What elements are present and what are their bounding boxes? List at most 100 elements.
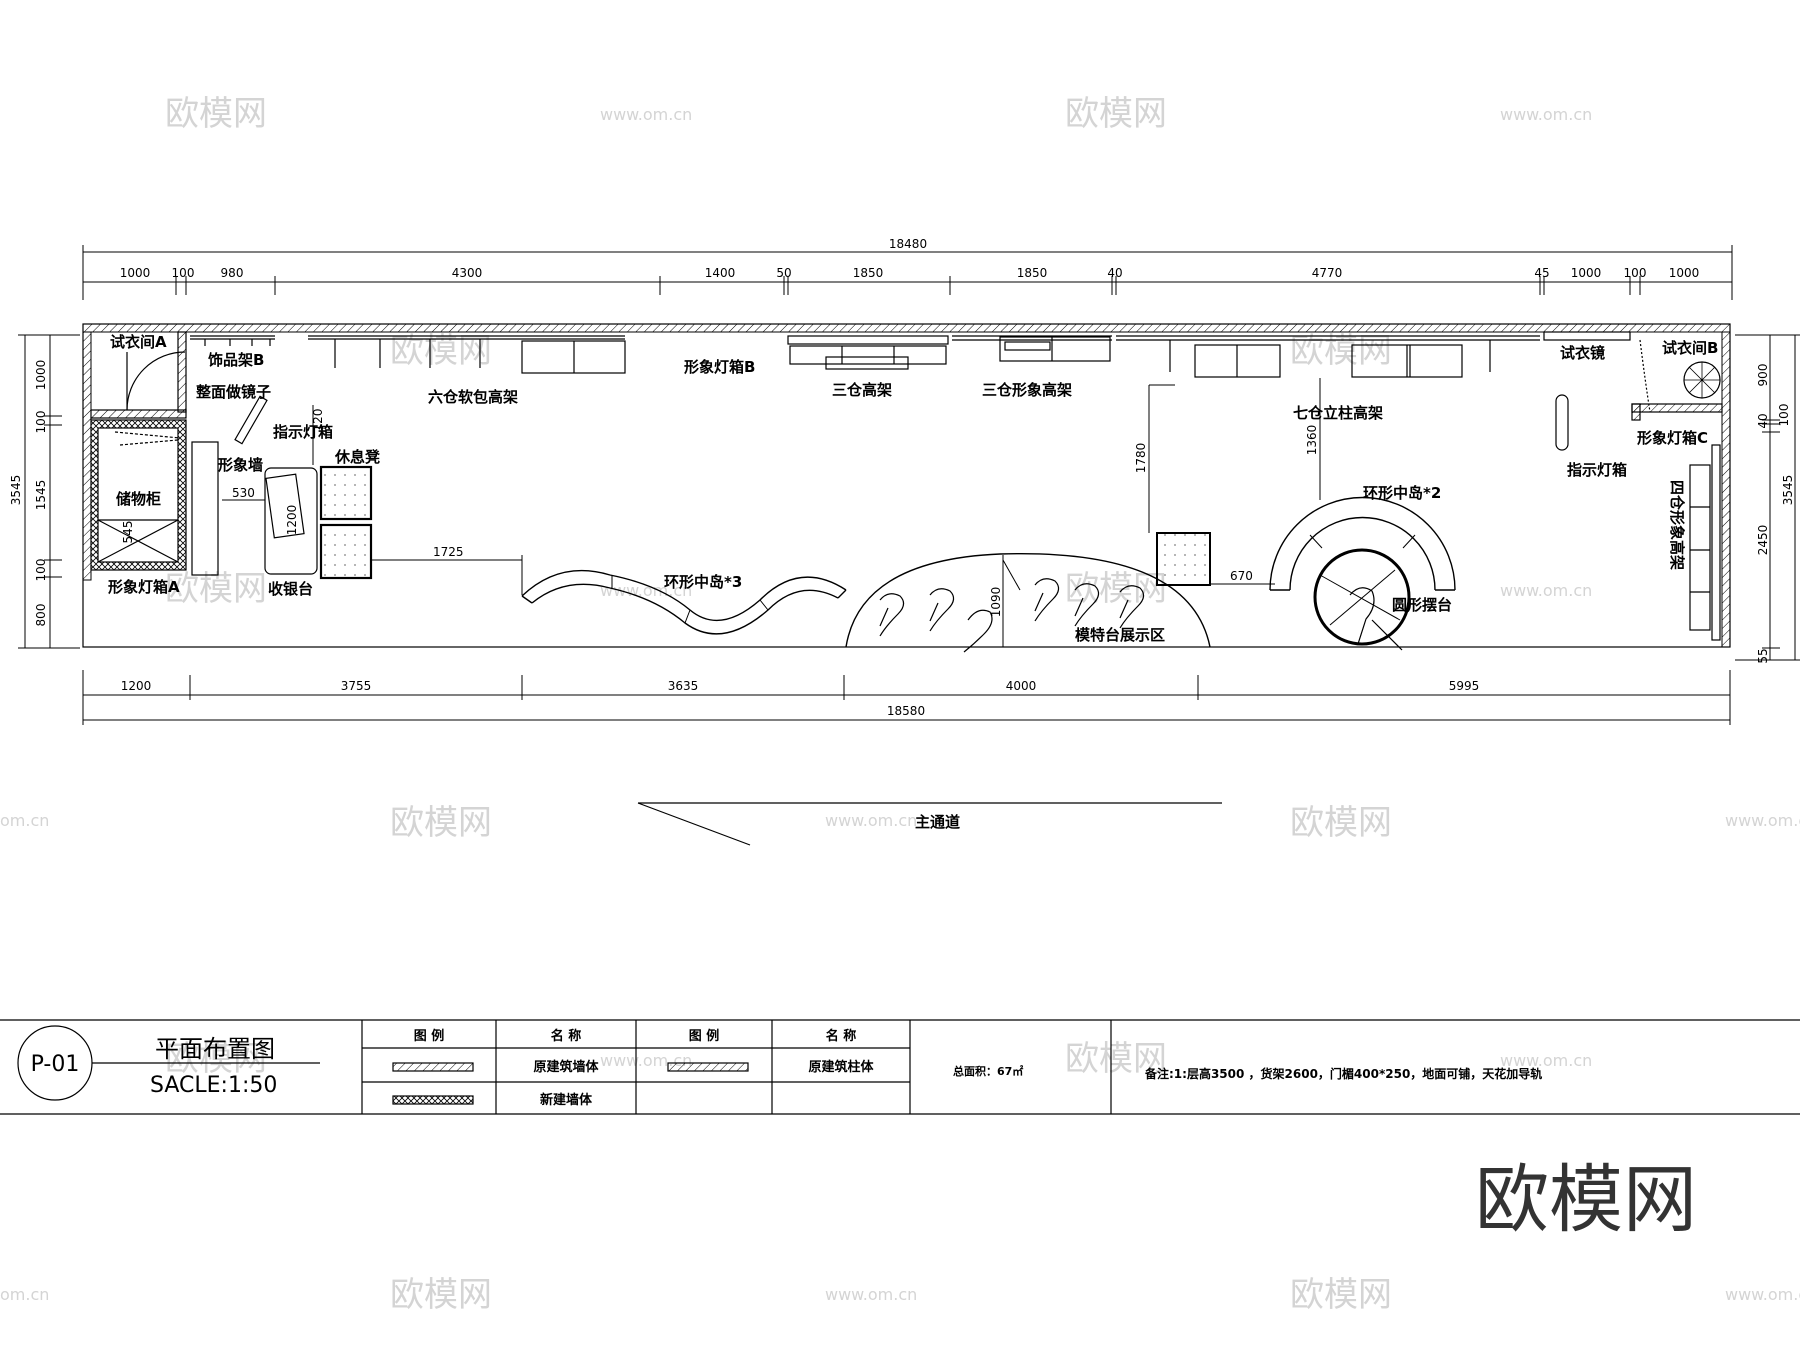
dim-right-seg: 55 bbox=[1756, 648, 1770, 663]
dim-545: 545 bbox=[121, 521, 135, 544]
model-stage-shape bbox=[845, 552, 1211, 648]
ring-island-3-shape bbox=[521, 569, 847, 635]
watermark-brand: 欧模网 bbox=[1290, 803, 1392, 843]
right-dimension-chain bbox=[1735, 334, 1800, 661]
fitting-room-a bbox=[90, 331, 187, 419]
label-lightbox-a: 形象灯箱A bbox=[108, 578, 180, 596]
dim-bottom-seg: 3635 bbox=[668, 679, 699, 693]
dim-top-seg: 1850 bbox=[853, 266, 884, 280]
three-bay-image-rack bbox=[952, 335, 1112, 362]
dim-left-seg: 800 bbox=[34, 604, 48, 627]
watermark-url: www.om.cn bbox=[825, 811, 917, 830]
watermark-brand: 欧模网 bbox=[165, 569, 267, 609]
dim-1090: 1090 bbox=[989, 587, 1003, 618]
label-six-bay-rack: 六仓软包高架 bbox=[428, 388, 518, 406]
model-figures bbox=[879, 578, 1145, 653]
dim-1360: 1360 bbox=[1305, 425, 1319, 456]
watermark-brand: 欧模网 bbox=[165, 1039, 267, 1079]
dim-right-total: 3545 bbox=[1781, 475, 1795, 506]
label-main-aisle: 主通道 bbox=[915, 813, 960, 831]
cashier-counter bbox=[264, 467, 318, 575]
legend-item-original-column: 原建筑柱体 bbox=[808, 1059, 874, 1075]
dim-top-seg: 980 bbox=[221, 266, 244, 280]
dim-top-seg: 1000 bbox=[1571, 266, 1602, 280]
dim-top-seg: 4770 bbox=[1312, 266, 1343, 280]
dim-1725: 1725 bbox=[433, 545, 464, 559]
bottom-dimension-labels: 1200 3755 3635 4000 5995 18580 bbox=[121, 679, 1480, 718]
rest-stools bbox=[319, 465, 373, 580]
sheet-number: P-01 bbox=[31, 1052, 80, 1077]
interior-vertical-dims bbox=[1148, 378, 1321, 533]
round-table-shape bbox=[1313, 548, 1411, 651]
title-block-text: P-01 平面布置图 SACLE:1:50 图 例 名 称 图 例 名 称 原建… bbox=[31, 1028, 1543, 1108]
four-bay-image-rack bbox=[1689, 444, 1721, 641]
label-ring-island-3: 环形中岛*3 bbox=[664, 573, 742, 591]
dim-left-total: 3545 bbox=[9, 475, 23, 506]
dim-1725-line bbox=[372, 555, 523, 595]
watermark-brand: 欧模网 bbox=[390, 803, 492, 843]
dim-right-seg: 2450 bbox=[1756, 525, 1770, 556]
dim-top-seg: 1850 bbox=[1017, 266, 1048, 280]
dim-top-seg: 100 bbox=[1624, 266, 1647, 280]
dim-bottom-total: 18580 bbox=[887, 704, 925, 718]
dim-bottom-seg: 1200 bbox=[121, 679, 152, 693]
remarks: 备注:1:层高3500 ，货架2600，门楣400*250，地面可铺，天花加导轨 bbox=[1144, 1066, 1542, 1081]
watermark-url-short: om.cn bbox=[0, 811, 49, 830]
watermark-url: www.om.cn bbox=[1500, 105, 1592, 124]
dim-530: 530 bbox=[232, 486, 255, 500]
watermark-url: www.om.cn bbox=[1500, 581, 1592, 600]
watermark-brand: 欧模网 bbox=[1290, 331, 1392, 371]
dim-top-seg: 100 bbox=[172, 266, 195, 280]
watermark-brand: 欧模网 bbox=[390, 1275, 492, 1315]
dim-top-seg: 1400 bbox=[705, 266, 736, 280]
watermark-url: www.om.cn bbox=[1725, 1285, 1800, 1304]
seven-bay-rack bbox=[1116, 335, 1540, 378]
label-three-bay-image-rack: 三仓形象高架 bbox=[982, 381, 1072, 399]
storage-cabinet-block bbox=[90, 419, 187, 571]
legend-header-symbol: 图 例 bbox=[414, 1028, 445, 1044]
bottom-dimension-chain bbox=[82, 670, 1731, 725]
watermark-url: www.om.cn bbox=[600, 105, 692, 124]
legend-header-name: 名 称 bbox=[551, 1028, 582, 1044]
legend-header-symbol: 图 例 bbox=[689, 1028, 720, 1044]
dim-1780: 1780 bbox=[1134, 443, 1148, 474]
interior-dim-labels: 120 530 545 1200 1725 1780 1360 670 1090 bbox=[121, 409, 1319, 618]
legend-header-name: 名 称 bbox=[826, 1028, 857, 1044]
watermark-brand: 欧模网 bbox=[165, 94, 267, 134]
display-cube bbox=[1156, 532, 1211, 586]
label-model-stage: 模特台展示区 bbox=[1075, 626, 1165, 644]
label-accessory-rack-b: 饰品架B bbox=[208, 351, 264, 369]
watermark-url: www.om.cn bbox=[825, 1285, 917, 1304]
watermark-layer: 欧模网 www.om.cn 欧模网 www.om.cn 欧模网 欧模网 欧模网 … bbox=[0, 94, 1800, 1315]
watermark-brand: 欧模网 bbox=[1065, 1039, 1167, 1079]
dim-left-seg: 1545 bbox=[34, 480, 48, 511]
watermark-brand: 欧模网 bbox=[1065, 94, 1167, 134]
six-bay-rack bbox=[308, 335, 626, 374]
label-fitting-mirror: 试衣镜 bbox=[1560, 344, 1605, 362]
sign-lightbox-right-shape bbox=[1555, 394, 1569, 451]
title-block bbox=[0, 1019, 1800, 1115]
watermark-url: www.om.cn bbox=[1725, 811, 1800, 830]
label-lightbox-c: 形象灯箱C bbox=[1637, 429, 1708, 447]
dim-left-seg: 100 bbox=[34, 411, 48, 434]
dim-right-seg: 100 bbox=[1777, 404, 1791, 427]
dim-right-seg: 40 bbox=[1756, 413, 1770, 428]
label-fitting-room-b: 试衣间B bbox=[1662, 339, 1718, 357]
watermark-url: www.om.cn bbox=[1500, 1051, 1592, 1070]
label-cashier: 收银台 bbox=[268, 580, 313, 598]
label-image-wall: 形象墙 bbox=[218, 456, 263, 474]
watermark-brand: 欧模网 bbox=[1290, 1275, 1392, 1315]
dim-right-seg: 900 bbox=[1756, 364, 1770, 387]
label-full-mirror: 整面做镜子 bbox=[196, 383, 271, 401]
label-sign-lightbox-left: 指示灯箱 bbox=[273, 423, 333, 441]
label-rest-stool: 休息凳 bbox=[334, 448, 380, 466]
drawing-scale: SACLE:1:50 bbox=[150, 1073, 277, 1098]
corner-brand-logo: 欧模网 bbox=[1475, 1157, 1697, 1243]
drawing-title: 平面布置图 bbox=[155, 1035, 275, 1063]
dim-120: 120 bbox=[311, 409, 325, 432]
dim-670: 670 bbox=[1230, 569, 1253, 583]
sign-lightbox-left-shape bbox=[234, 395, 268, 445]
label-seven-bay-rack: 七仓立柱高架 bbox=[1293, 404, 1383, 422]
main-aisle-marker bbox=[637, 802, 1222, 846]
